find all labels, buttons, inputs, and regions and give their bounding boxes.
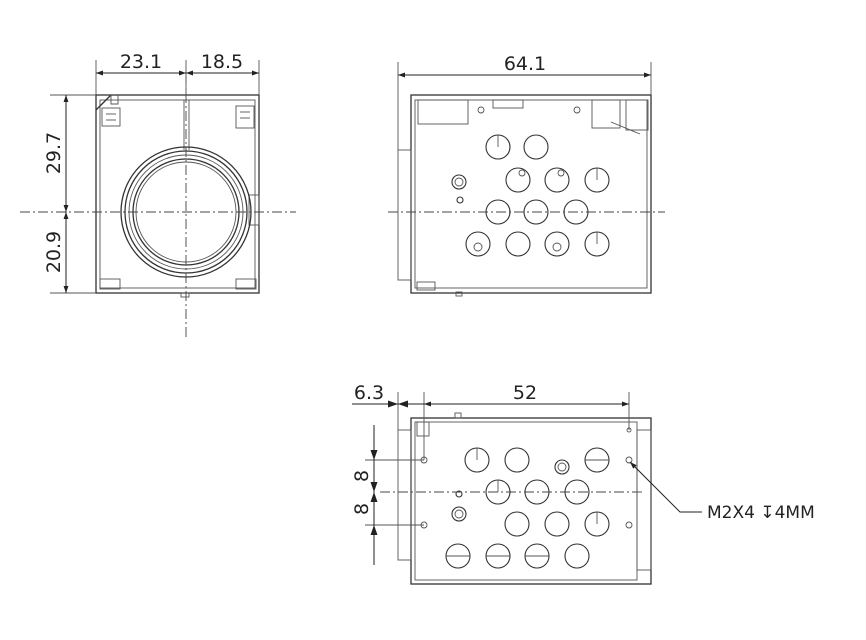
front-view: 23.1 18.5 29.7 20.9: [20, 51, 296, 340]
dim-pitch-2: 8: [351, 503, 373, 515]
dim-width-right: 18.5: [201, 51, 243, 73]
dim-length: 64.1: [504, 53, 546, 75]
dim-height-top: 29.7: [43, 132, 65, 174]
dim-width-left: 23.1: [120, 51, 162, 73]
thread-note-leader: [629, 461, 702, 513]
dim-height-bottom: 20.9: [43, 231, 65, 273]
bottom-view: 6.3 52 8 8 M2X4 ↧4MM: [351, 382, 815, 585]
bottom-hole-group: [445, 447, 610, 569]
front-body-outline: [95, 94, 260, 294]
thread-note: M2X4 ↧4MM: [707, 503, 815, 523]
side-hole-group: [451, 134, 610, 257]
dim-offset: 6.3: [354, 382, 384, 404]
side-view: 64.1: [388, 53, 665, 297]
dim-pitch-1: 8: [351, 470, 373, 482]
dim-spacing: 52: [513, 382, 537, 404]
side-body-outline: [410, 94, 652, 294]
